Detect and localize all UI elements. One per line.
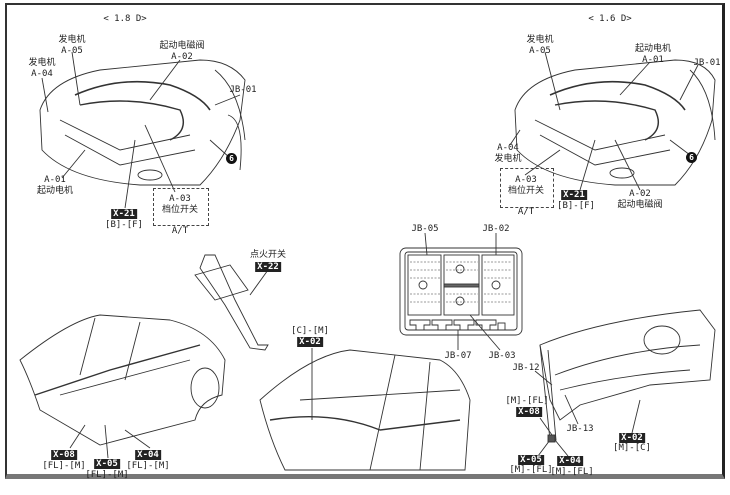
label-a04-name: 发电机 [494, 154, 522, 164]
connector-x21-pins: [B]-[F] [557, 201, 595, 211]
label-jb01: JB-01 [693, 58, 721, 68]
engine-bay-1-6-drawing [509, 51, 716, 191]
label-a05-name: 发电机 [526, 35, 554, 45]
label-jb02: JB-02 [482, 224, 510, 234]
label-jb13: JB-13 [566, 424, 594, 434]
label-a05-name: 发电机 [58, 35, 86, 45]
connector-x05-tag: X-05 [518, 455, 544, 465]
label-jb03: JB-03 [488, 351, 516, 361]
connector-x02-pins: [M]-[C] [613, 443, 651, 453]
label-a04: A-04 [31, 69, 53, 79]
connector-x21-pins: [B]-[F] [105, 220, 143, 230]
connector-x04-tag: X-04 [135, 450, 161, 460]
label-a03: A-03 [169, 194, 191, 204]
engine-bay-1-8-drawing [39, 51, 246, 209]
at-option-box [500, 168, 554, 208]
ground-point-badge: 6 [686, 152, 697, 163]
ground-point-badge: 6 [226, 153, 237, 164]
label-a01: A-01 [44, 175, 66, 185]
label-a03-name: 档位开关 [507, 186, 545, 196]
dashboard-drawing [534, 309, 716, 457]
label-a05: A-05 [61, 46, 83, 56]
connector-x05-pins: [M]-[FL] [509, 465, 553, 475]
connector-x04-tag: X-04 [557, 456, 583, 466]
label-a03-name: 档位开关 [161, 205, 199, 215]
connector-x05-tag: X-05 [94, 459, 120, 469]
label-jb07: JB-07 [444, 351, 472, 361]
label-at: A/T [171, 226, 189, 236]
label-jb12: JB-12 [512, 363, 540, 373]
ignition-switch-drawing [194, 254, 269, 351]
label-a01-name: 起动电机 [634, 44, 672, 54]
connector-x02-tag: X-02 [297, 337, 323, 347]
connector-x02-pins: [C]-[M] [291, 326, 329, 336]
middle-car-body-drawing [259, 348, 471, 471]
label-a02-name: 起动电磁阀 [159, 41, 205, 51]
connector-x21-tag: X-21 [561, 190, 587, 200]
connector-x21-tag: X-21 [111, 209, 137, 219]
connector-x08-pins: [FL]-[M] [42, 461, 86, 471]
label-a02: A-02 [171, 52, 193, 62]
label-a04: A-04 [497, 143, 519, 153]
connector-x08-tag: X-08 [516, 407, 542, 417]
label-a04-name: 发电机 [28, 58, 56, 68]
label-a01-name: 起动电机 [36, 186, 74, 196]
label-ignition-switch: 点火开关 [249, 250, 287, 260]
at-option-box [153, 188, 209, 226]
label-at: A/T [517, 207, 535, 217]
connector-x22-tag: X-22 [255, 262, 281, 272]
connector-x08-pins: [M]-[FL] [505, 396, 549, 406]
connector-x08-tag: X-08 [51, 450, 77, 460]
label-a03: A-03 [515, 175, 537, 185]
diagram-frame [5, 3, 725, 479]
connector-x02-tag: X-02 [619, 433, 645, 443]
connector-x05-pins: [FL]-[M] [85, 470, 129, 480]
label-jb01: JB-01 [229, 85, 257, 95]
left-car-body-drawing [19, 314, 226, 459]
label-a05: A-05 [529, 46, 551, 56]
fuse-box-drawing [399, 232, 523, 351]
connector-x04-pins: [M]-[FL] [550, 467, 594, 477]
engine-1-8-title: < 1.8 D> [103, 14, 147, 24]
label-jb05: JB-05 [411, 224, 439, 234]
label-a01: A-01 [642, 55, 664, 65]
connector-x04-pins: [FL]-[M] [126, 461, 170, 471]
label-a02: A-02 [629, 189, 651, 199]
engine-1-6-title: < 1.6 D> [588, 14, 632, 24]
label-a02-name: 起动电磁阀 [617, 200, 663, 210]
